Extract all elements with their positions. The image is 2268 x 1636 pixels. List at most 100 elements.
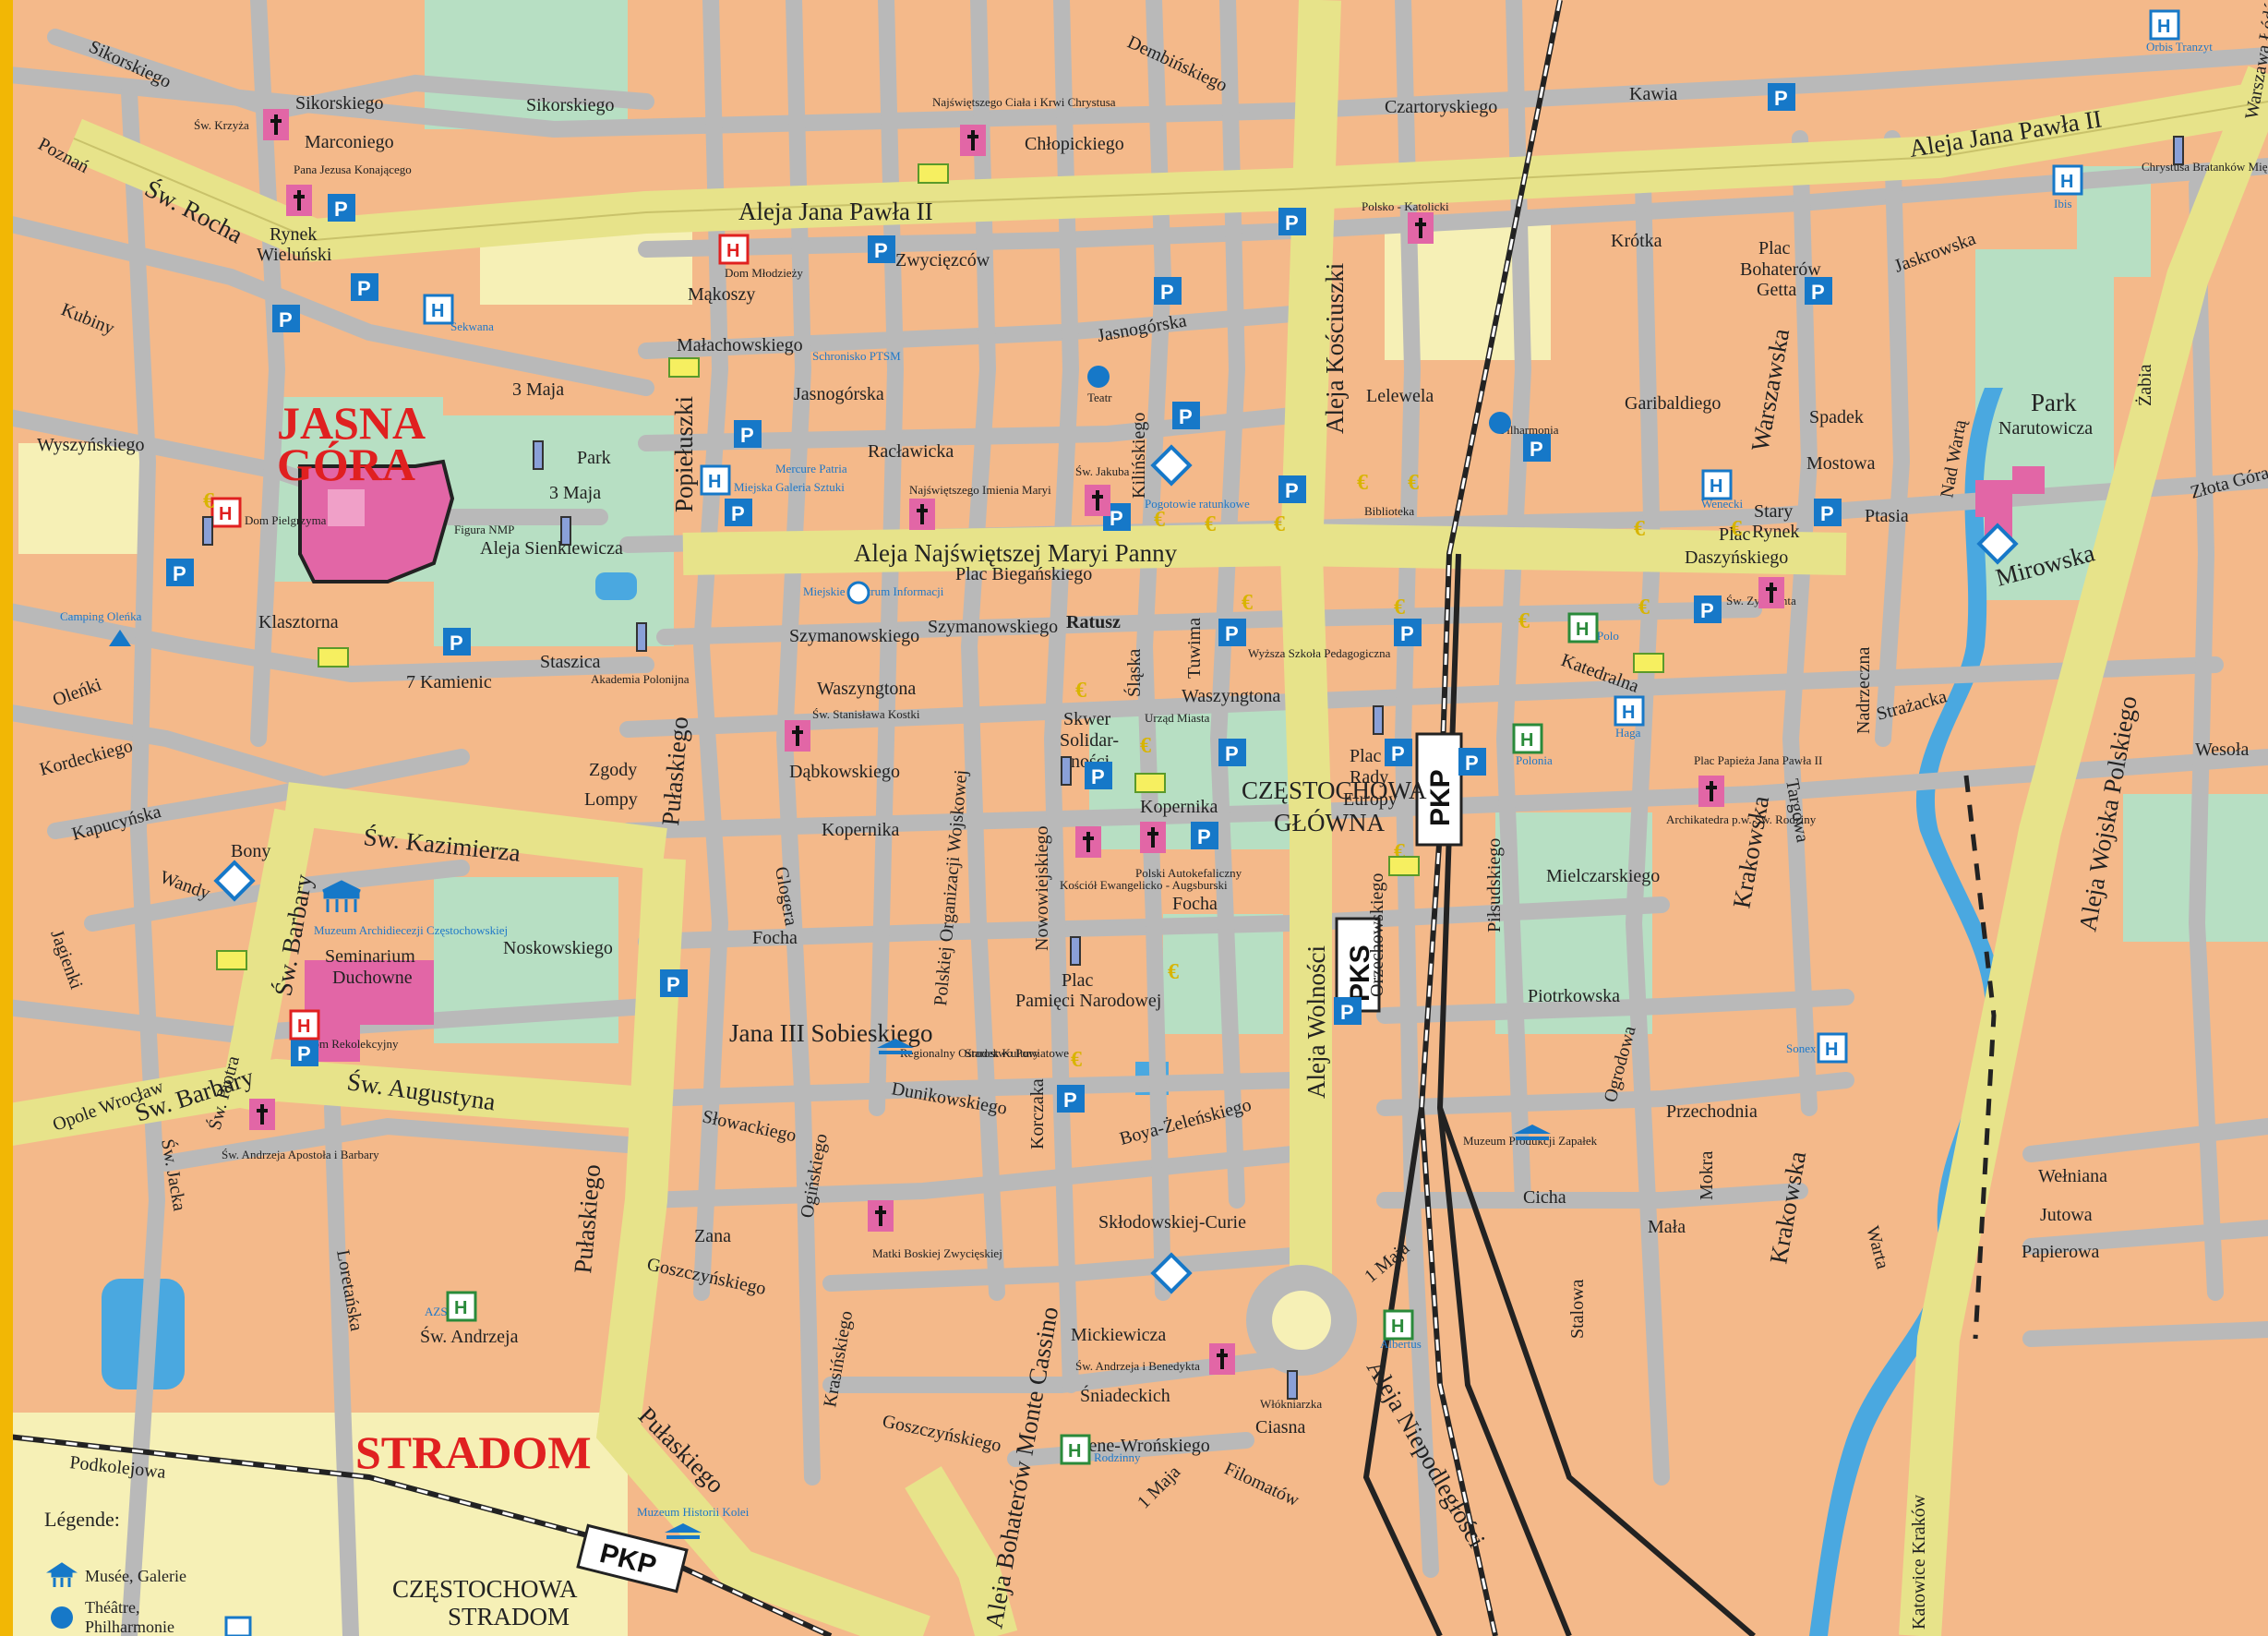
plac-rady-1: Plac (1350, 746, 1382, 766)
parking-icon: P (272, 305, 300, 332)
legend-hotel-icon (224, 1616, 252, 1636)
legend-theatre-icon (51, 1606, 73, 1629)
svg-text:P: P (297, 1042, 311, 1065)
street-wyszynskiego: Wyszyńskiego (37, 435, 145, 455)
tuwima-label: Tuwima (1184, 618, 1205, 679)
euro-icon: € (1408, 471, 1419, 495)
kosciol-ciala-label: Najświętszego Ciała i Krwi Chrystusa (932, 95, 1116, 109)
church-icon (785, 720, 810, 752)
envelope-icon (318, 647, 349, 668)
svg-text:P: P (1179, 405, 1193, 428)
legend-theatre-label-2: Philharmonie (85, 1618, 174, 1636)
parking-icon: P (1814, 499, 1842, 526)
euro-icon: € (1357, 471, 1368, 495)
euro-icon: € (1205, 512, 1216, 536)
euro-icon: € (1154, 508, 1165, 532)
parking-icon: P (1385, 739, 1412, 766)
street-3-maja-2: 3 Maja (549, 483, 601, 503)
svg-text:H: H (431, 301, 444, 321)
svg-text:P: P (1063, 1089, 1077, 1112)
monument-icon (1061, 756, 1072, 786)
sekwana-label: Sekwana (450, 319, 494, 333)
schronisko-label: Schronisko PTSM (812, 349, 901, 363)
street-waszyngtona-2: Waszyngtona (1182, 686, 1280, 706)
euro-icon: € (203, 489, 214, 513)
rynek-wielunski-1: Rynek (270, 224, 317, 245)
street-stalowa: Stalowa (1567, 1279, 1588, 1339)
street-dabkowskiego: Dąbkowskiego (789, 762, 900, 782)
street-szymanowskiego-2: Szymanowskiego (928, 617, 1058, 637)
svg-text:P: P (1820, 502, 1834, 525)
hotel-icon: H (2052, 164, 2083, 196)
svg-text:P: P (334, 198, 348, 221)
hotel-polonia-label: Polonia (1516, 753, 1553, 767)
kosciol-matki-boskiej-label: Matki Boskiej Zwycięskiej (872, 1246, 1002, 1260)
skwer-solidarnosci-2: Solidar- (1060, 730, 1119, 751)
plac-bieganskiego: Plac Biegańskiego (955, 564, 1092, 584)
plac-rady-2: Rady (1350, 767, 1388, 788)
euro-icon: € (1731, 517, 1742, 541)
street-noskowskiego: Noskowskiego (503, 938, 613, 958)
hotel-icon-green: H (446, 1291, 477, 1322)
hotel-icon: H (1701, 469, 1733, 500)
hotel-icon: H (1817, 1032, 1848, 1064)
street-sw-andrzeja: Św. Andrzeja (420, 1325, 519, 1347)
orbis-label: Orbis Tranzyt (2146, 40, 2213, 54)
pkp-main-station[interactable]: PKP (1415, 732, 1463, 847)
czestochowa-glowna-1: CZĘSTOCHOWA (1242, 776, 1427, 804)
akademia-polonijna-label: Akademia Polonijna (591, 672, 690, 686)
district-jasna-gora-1: JASNA (277, 397, 426, 449)
jasna-gora-sanctuary[interactable] (298, 459, 455, 583)
street-spadek: Spadek (1809, 407, 1864, 427)
parking-icon: P (1768, 83, 1795, 111)
svg-text:P: P (1400, 622, 1414, 645)
kosciol-krzyza-label: Św. Krzyża (194, 118, 249, 132)
kosciol-sw-jakuba-label: Św. Jakuba (1075, 464, 1130, 478)
parking-icon: P (291, 1039, 318, 1066)
figura-nmp-label: Figura NMP (454, 523, 514, 536)
street-marconiego: Marconiego (305, 132, 394, 152)
ratusz: Ratusz (1066, 612, 1121, 632)
street-sienkiewicza: Aleja Sienkiewicza (480, 538, 623, 559)
exchange-icons: € € € € € € € € € € € € € € € € € (203, 471, 1742, 1072)
church-icon (1209, 1343, 1235, 1375)
seminarium-2: Duchowne (332, 968, 413, 988)
church-icons[interactable] (249, 109, 1784, 1375)
street-orzechowskiego: Orzechowskiego (1367, 873, 1387, 997)
street-kopernika-2: Kopernika (1140, 797, 1218, 817)
svg-text:P: P (173, 562, 186, 585)
parking-icon: P (1218, 619, 1246, 646)
street-mala: Mała (1648, 1217, 1686, 1237)
svg-text:P: P (1391, 742, 1405, 765)
ambulance-icon (1976, 523, 2019, 565)
hotel-icons[interactable]: H H H H H H H H H H H H H H H (210, 9, 2180, 1465)
monument-icon (1287, 1370, 1298, 1400)
euro-icon: € (1634, 517, 1645, 541)
envelope-icon (1633, 653, 1664, 673)
parking-icon: P (1394, 619, 1422, 646)
museum-icon (665, 1523, 702, 1539)
church-icon (1698, 776, 1724, 807)
street-kosciuszki: Aleja Kościuszki (1321, 263, 1349, 434)
street-welniana: Wełniana (2038, 1166, 2107, 1186)
street-7-kamienic: 7 Kamienic (406, 672, 492, 692)
street-wesola: Wesoła (2195, 740, 2249, 760)
svg-text:P: P (450, 632, 463, 655)
pkp-stradom-station[interactable]: PKP (576, 1523, 689, 1594)
parking-icon: P (1154, 277, 1182, 305)
svg-text:P: P (1774, 87, 1788, 110)
museum-icon (877, 1039, 914, 1054)
parking-icons[interactable]: P P P P P P P P P P P P P P P P P P P P … (166, 83, 1842, 1113)
starostwo-label: Starostwo Powiatowe (965, 1046, 1069, 1060)
railway-spur (1963, 775, 1997, 1340)
street-focha-2: Focha (1172, 894, 1218, 914)
pks-bus-station[interactable]: PKS (1335, 917, 1381, 1013)
svg-text:H: H (1068, 1441, 1081, 1462)
street-nadrzeczna: Nadrzeczna (1854, 647, 1874, 734)
street-ciasna: Ciasna (1255, 1417, 1306, 1438)
archikatedra-label: Archikatedra p.w. Św. Rodziny (1666, 812, 1817, 826)
monument-icon (202, 516, 213, 546)
ptasia-label: Ptasia (1865, 506, 1909, 526)
